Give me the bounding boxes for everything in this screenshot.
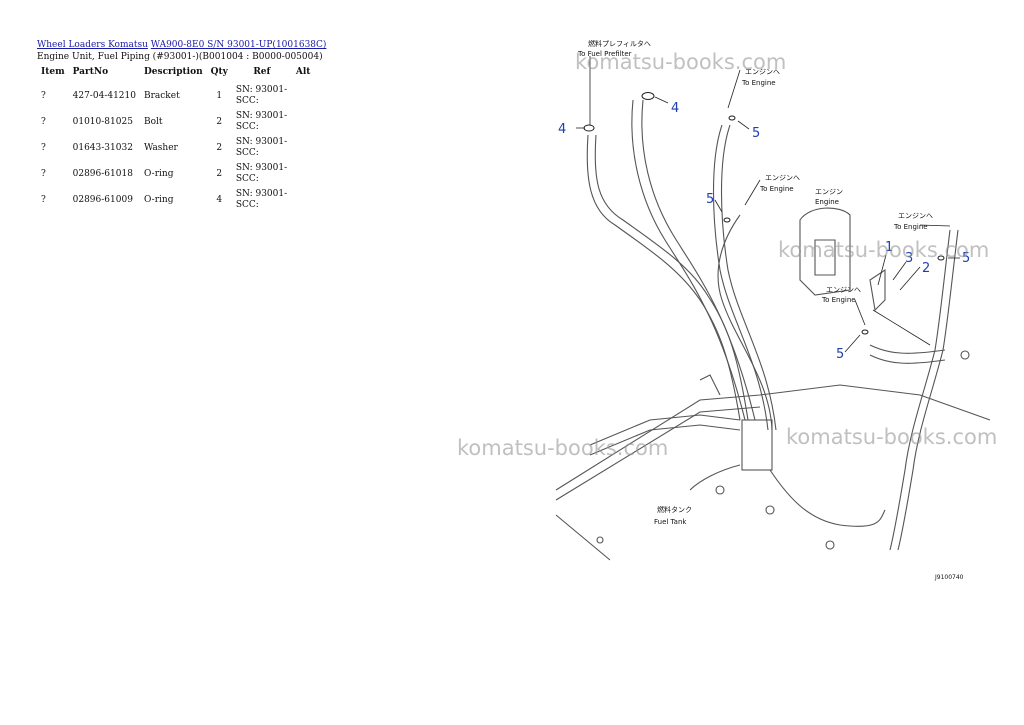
watermark-text: komatsu-books.com — [575, 50, 787, 74]
label-engine-en: To Engine — [741, 79, 776, 87]
cell-qty: 4 — [216, 195, 223, 205]
col-header-qty: Qty — [210, 67, 228, 77]
page-title: Engine Unit, Fuel Piping (#93001-)(B0010… — [37, 52, 323, 62]
callout-number: 4 — [558, 122, 566, 137]
cell-item: ? — [41, 91, 46, 101]
label-engine-block-jp: エンジン — [815, 188, 843, 196]
callout-number: 2 — [922, 261, 930, 276]
cell-qty: 2 — [216, 143, 223, 153]
fuel-piping-diagram: 燃料プレフィルタへ To Fuel Prefilter エンジンへ To Eng… — [555, 39, 991, 581]
table-row: ? 427-04-41210 Bracket 1 SN: 93001-SCC: — [37, 83, 314, 109]
callout-number: 5 — [706, 192, 714, 207]
col-header-alt: Alt — [295, 67, 311, 77]
table-row: ? 01010-81025 Bolt 2 SN: 93001-SCC: — [37, 109, 314, 135]
table-header-row: Item PartNo Description Qty Ref Alt — [37, 65, 314, 83]
label-engine-en: To Engine — [821, 296, 856, 304]
watermark-text: komatsu-books.com — [778, 238, 990, 262]
table-row: ? 02896-61018 O-ring 2 SN: 93001-SCC: — [37, 161, 314, 187]
breadcrumb: Wheel Loaders Komatsu WA900-8E0 S/N 9300… — [37, 40, 326, 50]
cell-qty: 2 — [216, 169, 223, 179]
callout-number: 5 — [962, 251, 970, 266]
col-header-ref: Ref — [253, 67, 271, 77]
figure-code: J9100740 — [934, 574, 964, 581]
cell-item: ? — [41, 195, 46, 205]
col-header-partno: PartNo — [72, 67, 109, 77]
label-engine-jp: エンジンへ — [826, 286, 861, 294]
label-engine-jp: エンジンへ — [745, 68, 780, 76]
cell-partno: 02896-61018 — [72, 169, 133, 179]
col-header-item: Item — [41, 67, 65, 77]
cell-ref: SN: 93001-SCC: — [235, 137, 288, 158]
cell-ref: SN: 93001-SCC: — [235, 163, 288, 184]
cell-item: ? — [41, 117, 46, 127]
cell-partno: 427-04-41210 — [72, 91, 136, 101]
label-engine-jp: エンジンへ — [765, 174, 800, 182]
table-row: ? 01643-31032 Washer 2 SN: 93001-SCC: — [37, 135, 314, 161]
callout-number: 5 — [836, 347, 844, 362]
cell-description: Bolt — [143, 117, 163, 127]
callout-number: 1 — [885, 240, 893, 255]
cell-qty: 1 — [216, 91, 223, 101]
watermark-text: komatsu-books.com — [786, 425, 998, 449]
cell-partno: 01010-81025 — [72, 117, 133, 127]
callout-number: 4 — [671, 101, 679, 116]
label-fuel-prefilter-en: To Fuel Prefilter — [577, 50, 632, 58]
label-engine-jp: エンジンへ — [898, 212, 933, 220]
cell-description: Bracket — [143, 91, 180, 101]
cell-alt — [292, 83, 315, 109]
callout-number: 5 — [752, 126, 760, 141]
cell-alt — [292, 135, 315, 161]
cell-partno: 01643-31032 — [72, 143, 133, 153]
cell-qty: 2 — [216, 117, 223, 127]
table-row: ? 02896-61009 O-ring 4 SN: 93001-SCC: — [37, 187, 314, 213]
breadcrumb-link-wheel-loaders[interactable]: Wheel Loaders Komatsu — [37, 40, 148, 50]
cell-alt — [292, 187, 315, 213]
cell-item: ? — [41, 143, 46, 153]
col-header-description: Description — [143, 67, 203, 77]
parts-table: Item PartNo Description Qty Ref Alt ? 42… — [37, 65, 314, 213]
label-fuel-tank-en: Fuel Tank — [654, 518, 687, 526]
cell-ref: SN: 93001-SCC: — [235, 189, 288, 210]
cell-ref: SN: 93001-SCC: — [235, 111, 288, 132]
label-fuel-prefilter-jp: 燃料プレフィルタへ — [588, 39, 651, 48]
cell-description: O-ring — [143, 169, 174, 179]
label-engine-en: To Engine — [759, 185, 794, 193]
cell-alt — [292, 161, 315, 187]
breadcrumb-link-model[interactable]: WA900-8E0 S/N 93001-UP(1001638C) — [150, 40, 327, 50]
cell-partno: 02896-61009 — [72, 195, 133, 205]
label-engine-en: To Engine — [893, 223, 928, 231]
cell-description: O-ring — [143, 195, 174, 205]
label-engine-block-en: Engine — [815, 198, 839, 206]
cell-description: Washer — [143, 143, 178, 153]
cell-alt — [292, 109, 315, 135]
cell-item: ? — [41, 169, 46, 179]
watermark-text: komatsu-books.com — [457, 436, 669, 460]
label-fuel-tank-jp: 燃料タンク — [657, 505, 692, 514]
callout-number: 3 — [905, 251, 913, 266]
cell-ref: SN: 93001-SCC: — [235, 85, 288, 106]
